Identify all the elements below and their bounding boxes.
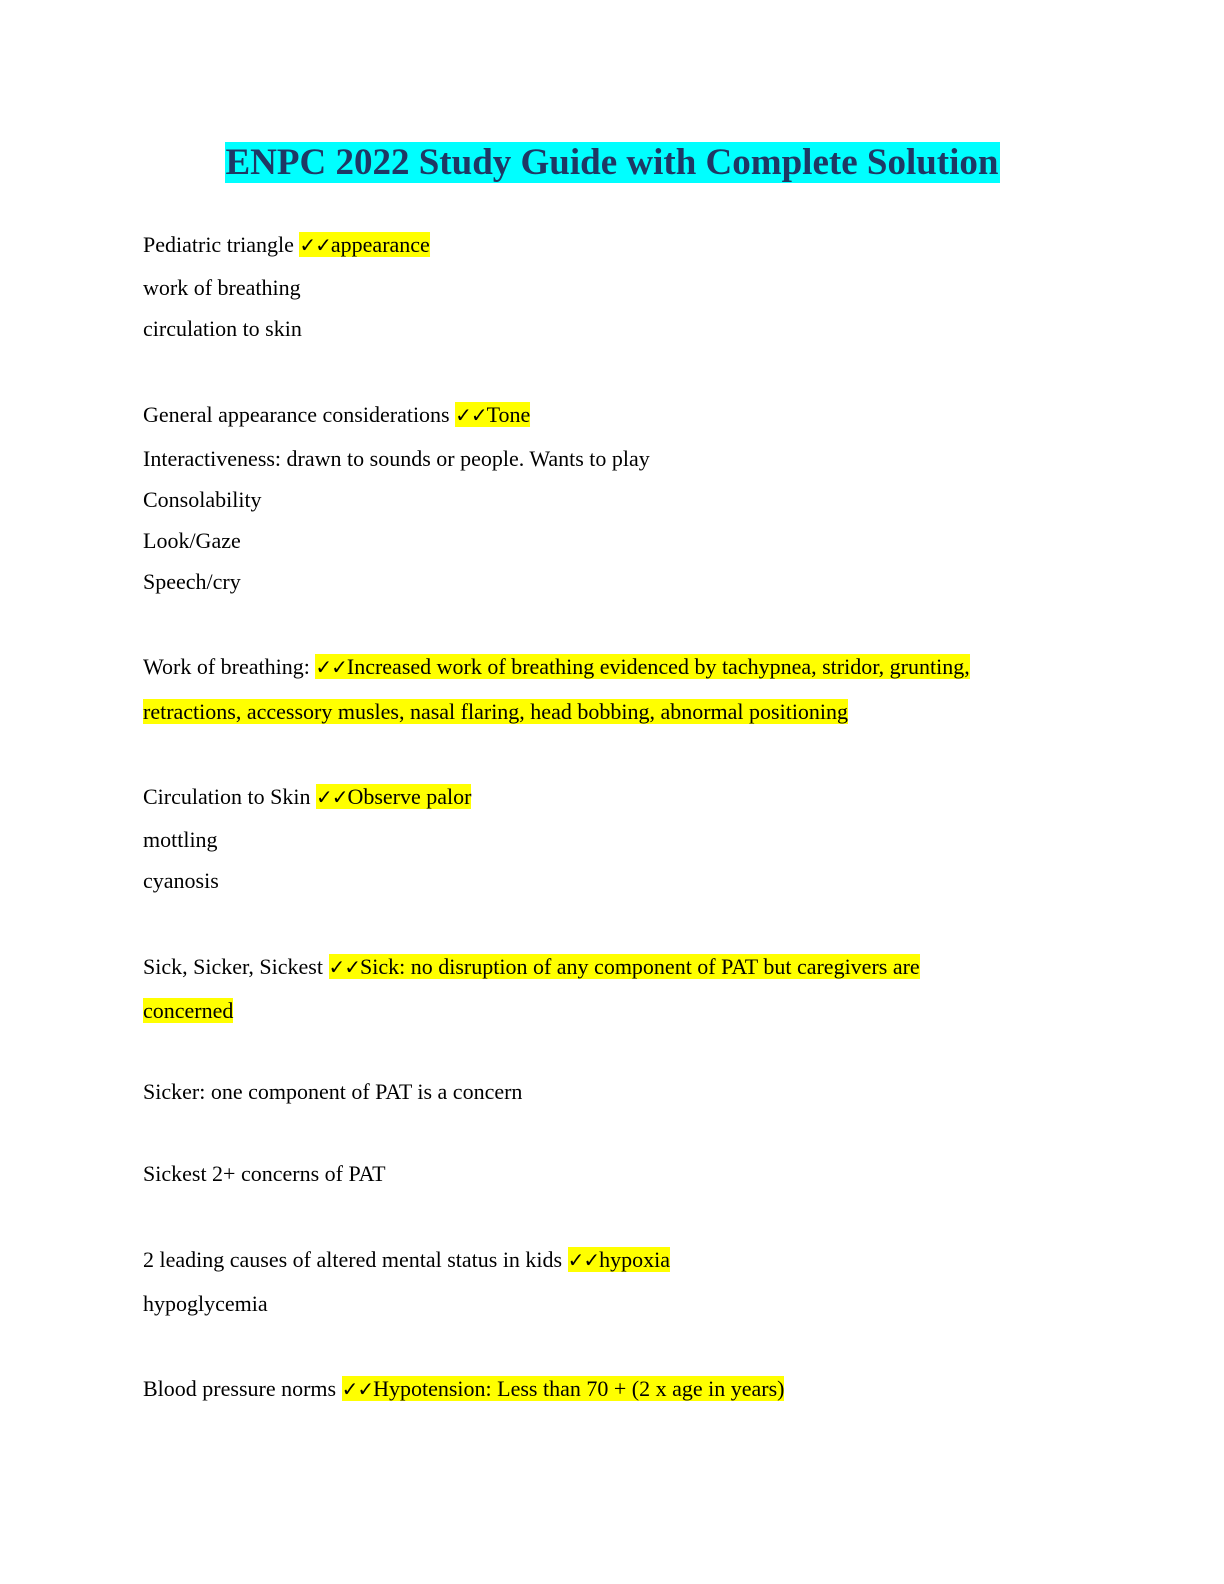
answer-text: Increased work of breathing evidenced by… <box>346 654 970 679</box>
entry-general-appearance: General appearance considerations ✓✓Tone <box>143 400 531 430</box>
double-check-icon: ✓✓ <box>315 655 348 679</box>
entry-sick-sicker-sickest: Sick, Sicker, Sickest ✓✓Sick: no disrupt… <box>143 952 920 982</box>
double-check-icon: ✓✓ <box>567 1248 601 1272</box>
answer-continuation: retractions, accessory musles, nasal fla… <box>143 697 849 727</box>
entry-work-of-breathing: Work of breathing: ✓✓Increased work of b… <box>143 652 970 682</box>
answer-line: circulation to skin <box>143 316 302 341</box>
question-term: Sick, Sicker, Sickest <box>143 954 329 979</box>
double-check-icon: ✓✓ <box>455 403 488 427</box>
double-check-icon: ✓✓ <box>341 1377 375 1401</box>
answer-text: Sick: no disruption of any component of … <box>360 954 920 979</box>
answer-highlight: ✓✓Observe palor <box>315 784 472 809</box>
double-check-icon: ✓✓ <box>299 233 332 257</box>
answer-line: Sickest 2+ concerns of PAT <box>143 1161 386 1186</box>
answer-line: Look/Gaze <box>143 528 241 553</box>
question-term: General appearance considerations <box>143 402 456 427</box>
answer-line: mottling <box>143 827 218 852</box>
entry-pediatric-triangle: Pediatric triangle ✓✓appearance <box>143 230 430 260</box>
entry-blood-pressure-norms: Blood pressure norms ✓✓Hypotension: Less… <box>143 1374 785 1404</box>
answer-text: Observe palor <box>347 784 472 809</box>
answer-text: appearance <box>330 232 430 257</box>
answer-highlight: ✓✓appearance <box>299 232 430 257</box>
answer-text: Hypotension: Less than 70 + (2 x age in … <box>373 1376 785 1401</box>
answer-line: cyanosis <box>143 868 219 893</box>
double-check-icon: ✓✓ <box>328 955 362 979</box>
answer-line: work of breathing <box>143 275 301 300</box>
answer-text: hypoxia <box>599 1247 671 1272</box>
document-title: ENPC 2022 Study Guide with Complete Solu… <box>0 141 1224 185</box>
answer-highlight: concerned <box>143 998 234 1023</box>
answer-line: Consolability <box>143 487 262 512</box>
question-term: Blood pressure norms <box>143 1376 342 1401</box>
question-term: 2 leading causes of altered mental statu… <box>143 1247 568 1272</box>
answer-highlight: ✓✓hypoxia <box>567 1247 671 1272</box>
question-term: Work of breathing: <box>143 654 316 679</box>
double-check-icon: ✓✓ <box>315 785 349 809</box>
answer-highlight: ✓✓Sick: no disruption of any component o… <box>328 954 920 979</box>
title-highlight: ENPC 2022 Study Guide with Complete Solu… <box>224 142 1000 183</box>
answer-text: Tone <box>486 402 531 427</box>
answer-highlight: ✓✓Hypotension: Less than 70 + (2 x age i… <box>341 1376 785 1401</box>
answer-highlight: ✓✓Increased work of breathing evidenced … <box>315 654 970 679</box>
question-term: Pediatric triangle <box>143 232 300 257</box>
answer-line: hypoglycemia <box>143 1291 268 1316</box>
entry-circulation-to-skin: Circulation to Skin ✓✓Observe palor <box>143 782 472 812</box>
question-term: Circulation to Skin <box>143 784 316 809</box>
answer-line: Speech/cry <box>143 569 241 594</box>
answer-line: Sicker: one component of PAT is a concer… <box>143 1079 523 1104</box>
answer-highlight: ✓✓Tone <box>455 402 531 427</box>
entry-altered-mental-status: 2 leading causes of altered mental statu… <box>143 1245 671 1275</box>
answer-continuation: concerned <box>143 996 234 1026</box>
answer-line: Interactiveness: drawn to sounds or peop… <box>143 446 650 471</box>
answer-highlight: retractions, accessory musles, nasal fla… <box>143 699 849 724</box>
